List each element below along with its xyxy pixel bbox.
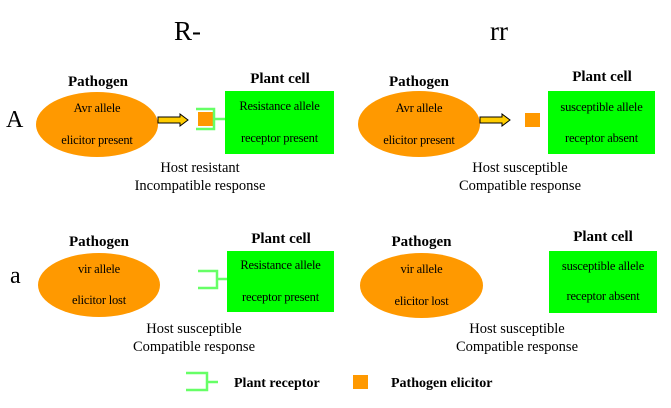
plant-cell-box: Resistance allele receptor present [227, 251, 334, 312]
row-label-avr-dominant: A [6, 107, 24, 133]
pathogen-heading: Pathogen [389, 74, 449, 90]
pathogen-allele: vir allele [77, 262, 121, 276]
plant-cell-heading: Plant cell [572, 69, 632, 85]
pathogen-heading: Pathogen [68, 74, 128, 90]
pathogen-heading: Pathogen [69, 234, 129, 250]
plant-allele: susceptible allele [561, 259, 645, 273]
outcome-response: Compatible response [455, 339, 579, 355]
column-title-r-dominant: R- [174, 16, 201, 46]
pathogen-allele: Avr allele [395, 101, 443, 115]
plant-allele: Resistance allele [240, 258, 321, 272]
plant-receptor-status: receptor present [241, 131, 318, 145]
pathogen-ellipse: Avr allele elicitor present [36, 92, 158, 157]
pathogen-ellipse: vir allele elicitor lost [38, 253, 160, 317]
plant-receptor-status: receptor present [242, 290, 319, 304]
plant-receptor-icon [198, 269, 227, 290]
column-title-rr-recessive: rr [490, 16, 508, 46]
pathogen-elicitor-status: elicitor present [61, 133, 133, 147]
legend-elicitor-swatch [353, 375, 368, 389]
outcome-host: Host resistant [160, 160, 240, 176]
plant-cell-heading: Plant cell [250, 71, 310, 87]
outcome-host: Host susceptible [469, 321, 565, 337]
pathogen-allele: vir allele [400, 262, 443, 276]
outcome-host: Host susceptible [146, 321, 242, 337]
outcome-response: Compatible response [132, 339, 256, 355]
outcome-response: Compatible response [458, 178, 582, 194]
plant-receptor-status: receptor absent [566, 289, 640, 303]
pathogen-elicitor-status: elicitor lost [72, 293, 126, 307]
arrow-icon [479, 113, 511, 127]
plant-cell-heading: Plant cell [573, 229, 633, 245]
plant-receptor-status: receptor absent [564, 131, 638, 145]
plant-allele: susceptible allele [560, 100, 643, 114]
pathogen-ellipse: Avr allele elicitor present [358, 91, 480, 157]
pathogen-elicitor-status: elicitor present [383, 133, 455, 147]
pathogen-heading: Pathogen [391, 234, 452, 250]
row-label-avr-recessive: a [10, 263, 21, 289]
legend-receptor-icon [186, 371, 218, 392]
plant-cell-box: susceptible allele receptor absent [549, 251, 657, 313]
pathogen-elicitor [198, 112, 213, 126]
pathogen-ellipse: vir allele elicitor lost [360, 253, 483, 318]
pathogen-elicitor-status: elicitor lost [394, 294, 449, 308]
outcome-response: Incompatible response [134, 178, 266, 194]
arrow-icon [157, 113, 189, 127]
legend-elicitor-label: Pathogen elicitor [391, 376, 493, 391]
plant-allele: Resistance allele [239, 99, 320, 113]
outcome-host: Host susceptible [472, 160, 568, 176]
plant-cell-box: susceptible allele receptor absent [548, 91, 655, 154]
pathogen-elicitor [525, 113, 540, 127]
plant-receptor-icon [196, 107, 225, 131]
legend-receptor-label: Plant receptor [234, 376, 320, 391]
plant-cell-box: Resistance allele receptor present [225, 91, 334, 154]
pathogen-allele: Avr allele [73, 101, 121, 115]
plant-cell-heading: Plant cell [251, 231, 311, 247]
